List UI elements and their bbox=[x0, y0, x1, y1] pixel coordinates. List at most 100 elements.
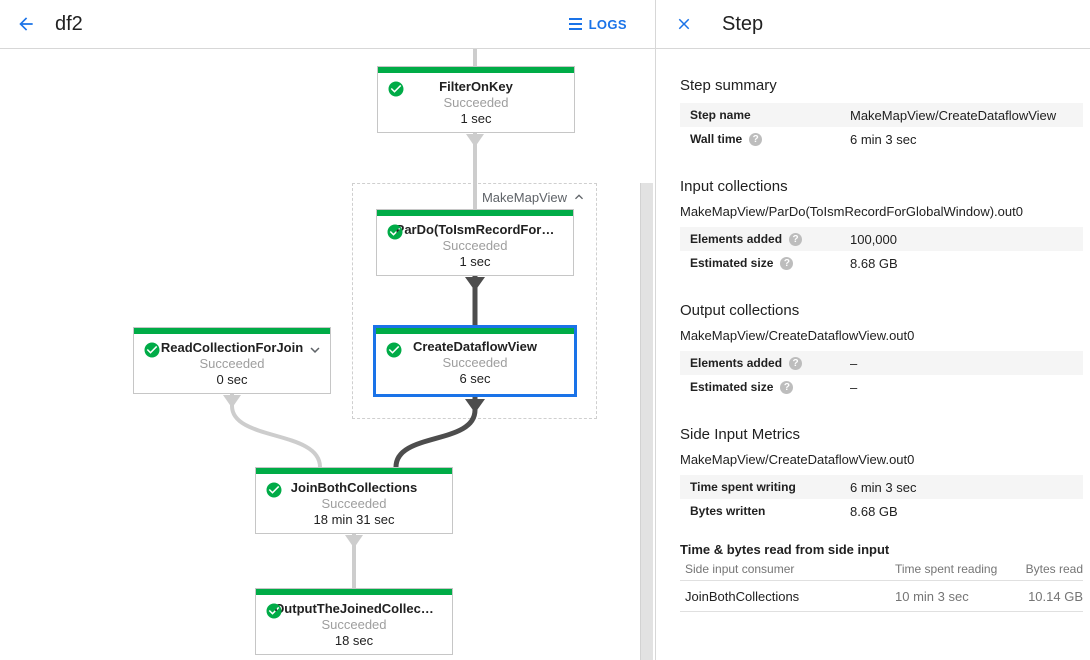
output-collections-heading: Output collections bbox=[680, 302, 800, 319]
panel-title: Step bbox=[722, 12, 764, 35]
row-time-spent-writing: Time spent writing 6 min 3 sec bbox=[680, 475, 1083, 499]
row-value: 8.68 GB bbox=[850, 503, 898, 519]
help-icon[interactable]: ? bbox=[780, 256, 794, 270]
back-button[interactable] bbox=[6, 4, 46, 44]
check-circle-icon bbox=[266, 482, 282, 498]
side-input-table: Side input consumer Time spent reading B… bbox=[680, 557, 1083, 612]
arrow-back-icon bbox=[19, 17, 33, 31]
check-circle-icon bbox=[386, 342, 402, 358]
row-label: Wall time bbox=[690, 132, 743, 146]
step-title: FilterOnKey bbox=[439, 79, 513, 94]
row-step-name: Step name MakeMapView/CreateDataflowView bbox=[680, 103, 1083, 127]
row-elements-added: Elements added ? – bbox=[680, 351, 1083, 375]
row-bytes-written: Bytes written 8.68 GB bbox=[680, 499, 1083, 523]
row-label: Estimated size bbox=[690, 380, 774, 394]
row-estimated-size: Estimated size ? 8.68 GB bbox=[680, 251, 1083, 275]
step-node-joinbothcollections[interactable]: JoinBothCollections Succeeded 18 min 31 … bbox=[255, 467, 453, 534]
table-header-row: Side input consumer Time spent reading B… bbox=[680, 557, 1083, 581]
col-bytes-read: Bytes read bbox=[1025, 561, 1083, 576]
step-time: 18 sec bbox=[334, 633, 374, 648]
chevron-down-icon[interactable] bbox=[306, 341, 324, 359]
close-panel-button[interactable] bbox=[672, 12, 696, 36]
panel-header: Step bbox=[656, 0, 1090, 48]
row-label: Elements added bbox=[690, 232, 783, 246]
row-value: 6 min 3 sec bbox=[850, 131, 917, 147]
panel-divider bbox=[655, 0, 656, 660]
step-node-createdataflowview[interactable]: CreateDataflowView Succeeded 6 sec bbox=[373, 325, 577, 397]
job-title: df2 bbox=[55, 12, 83, 35]
step-title: ReadCollectionForJoin bbox=[160, 340, 304, 355]
status-bar bbox=[377, 210, 573, 216]
row-value: – bbox=[850, 379, 858, 395]
step-node-readcollectionforjoin[interactable]: ReadCollectionForJoin Succeeded 0 sec bbox=[133, 327, 331, 394]
step-status: Succeeded bbox=[321, 496, 387, 511]
header-divider bbox=[0, 48, 1090, 49]
step-details-panel: Step summary Step name MakeMapView/Creat… bbox=[656, 49, 1090, 660]
step-time: 18 min 31 sec bbox=[313, 512, 395, 527]
group-label: MakeMapView bbox=[481, 189, 567, 205]
row-value: 100,000 bbox=[850, 231, 897, 247]
output-collection-name: MakeMapView/CreateDataflowView.out0 bbox=[680, 328, 915, 343]
step-title: JoinBothCollections bbox=[290, 480, 418, 495]
cell-consumer: JoinBothCollections bbox=[685, 588, 800, 604]
row-label: Time spent writing bbox=[690, 480, 796, 494]
row-value: 6 min 3 sec bbox=[850, 479, 917, 495]
logs-button[interactable]: LOGS bbox=[568, 0, 627, 48]
step-status: Succeeded bbox=[442, 238, 508, 253]
logs-button-label: LOGS bbox=[588, 16, 627, 32]
step-status: Succeeded bbox=[321, 617, 387, 632]
row-estimated-size: Estimated size ? – bbox=[680, 375, 1083, 399]
step-title: OutputTheJoinedCollec… bbox=[274, 601, 434, 616]
row-elements-added: Elements added ? 100,000 bbox=[680, 227, 1083, 251]
step-node-outputthejoinedcollection[interactable]: OutputTheJoinedCollec… Succeeded 18 sec bbox=[255, 588, 453, 655]
step-title: ParDo(ToIsmRecordFor… bbox=[395, 222, 555, 237]
side-input-table-heading: Time & bytes read from side input bbox=[680, 542, 890, 557]
check-circle-icon bbox=[144, 342, 160, 358]
step-time: 1 sec bbox=[459, 254, 491, 269]
help-icon[interactable]: ? bbox=[749, 132, 763, 146]
help-icon[interactable]: ? bbox=[789, 232, 803, 246]
side-input-metrics-heading: Side Input Metrics bbox=[680, 426, 801, 443]
step-status: Succeeded bbox=[442, 355, 508, 370]
col-side-input-consumer: Side input consumer bbox=[685, 561, 795, 576]
help-icon[interactable]: ? bbox=[780, 380, 794, 394]
status-bar bbox=[134, 328, 330, 334]
step-status: Succeeded bbox=[199, 356, 265, 371]
status-bar bbox=[376, 328, 574, 334]
close-icon bbox=[678, 18, 690, 30]
row-value: 8.68 GB bbox=[850, 255, 898, 271]
step-node-pardo-toismrecord[interactable]: ParDo(ToIsmRecordFor… Succeeded 1 sec bbox=[376, 209, 574, 276]
status-bar bbox=[256, 468, 452, 474]
col-time-spent-reading: Time spent reading bbox=[895, 561, 998, 576]
check-circle-icon bbox=[388, 81, 404, 97]
step-title: CreateDataflowView bbox=[412, 339, 538, 354]
row-label: Bytes written bbox=[690, 504, 766, 518]
logs-list-icon bbox=[568, 17, 582, 31]
step-time: 6 sec bbox=[459, 371, 491, 386]
input-collections-heading: Input collections bbox=[680, 178, 788, 195]
group-makemapview-toggle[interactable]: MakeMapView bbox=[482, 189, 587, 205]
row-label: Elements added bbox=[690, 356, 783, 370]
step-time: 0 sec bbox=[216, 372, 248, 387]
cell-time-reading: 10 min 3 sec bbox=[895, 588, 969, 604]
step-summary-heading: Step summary bbox=[680, 77, 777, 94]
row-label: Step name bbox=[690, 108, 751, 122]
status-bar bbox=[378, 67, 574, 73]
check-circle-icon bbox=[387, 224, 403, 240]
help-icon[interactable]: ? bbox=[789, 356, 803, 370]
row-label: Estimated size bbox=[690, 256, 774, 270]
table-row: JoinBothCollections 10 min 3 sec 10.14 G… bbox=[680, 581, 1083, 612]
graph-scrollbar-thumb[interactable] bbox=[640, 183, 653, 660]
graph-header: df2 LOGS bbox=[0, 0, 655, 48]
step-status: Succeeded bbox=[443, 95, 509, 110]
input-collection-name: MakeMapView/ParDo(ToIsmRecordForGlobalWi… bbox=[680, 204, 1023, 219]
row-value: – bbox=[850, 355, 858, 371]
step-time: 1 sec bbox=[460, 111, 492, 126]
cell-bytes-read: 10.14 GB bbox=[1028, 588, 1083, 604]
side-input-collection-name: MakeMapView/CreateDataflowView.out0 bbox=[680, 452, 915, 467]
step-node-filteronkey[interactable]: FilterOnKey Succeeded 1 sec bbox=[377, 66, 575, 133]
status-bar bbox=[256, 589, 452, 595]
row-value: MakeMapView/CreateDataflowView bbox=[850, 107, 1057, 123]
chevron-up-icon bbox=[575, 194, 583, 200]
